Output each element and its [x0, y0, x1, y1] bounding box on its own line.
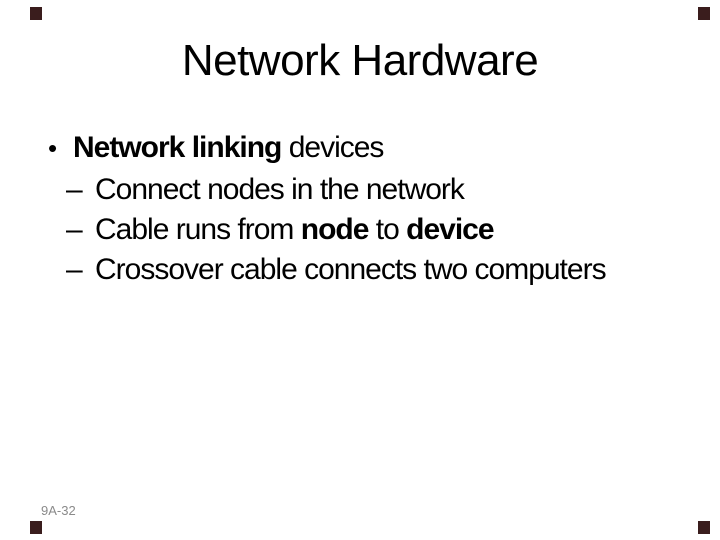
bullet-text-segment: node	[300, 213, 370, 246]
corner-mark-top-right-icon	[698, 7, 710, 20]
bullet-item: • Network linking devices	[48, 128, 385, 168]
bullet-text-segment: device	[406, 213, 494, 246]
bullet-text-segment: Cable runs from	[95, 213, 301, 246]
slide-title: Network Hardware	[181, 36, 539, 85]
dash-icon: –	[66, 173, 83, 206]
bullet-dot-icon: •	[48, 133, 58, 163]
corner-mark-bottom-left-icon	[30, 521, 42, 534]
bullet-text-segment: devices	[281, 131, 385, 164]
sub-bullet-item: –Cable runs from node to device	[66, 210, 495, 250]
bullet-text-segment: Network linking	[73, 131, 282, 164]
dash-icon: –	[66, 253, 83, 286]
bullet-text-segment: Connect nodes in the network	[95, 173, 465, 206]
corner-mark-top-left-icon	[30, 7, 42, 20]
bullet-text-segment: Crossover cable connects two computers	[95, 253, 607, 286]
bullet-text-segment: to	[368, 213, 407, 246]
slide-number-label: 9A-32	[41, 503, 76, 518]
corner-mark-bottom-right-icon	[698, 521, 710, 534]
sub-bullet-item: –Connect nodes in the network	[66, 170, 465, 210]
sub-bullet-item: –Crossover cable connects two computers	[66, 250, 607, 290]
dash-icon: –	[66, 213, 83, 246]
